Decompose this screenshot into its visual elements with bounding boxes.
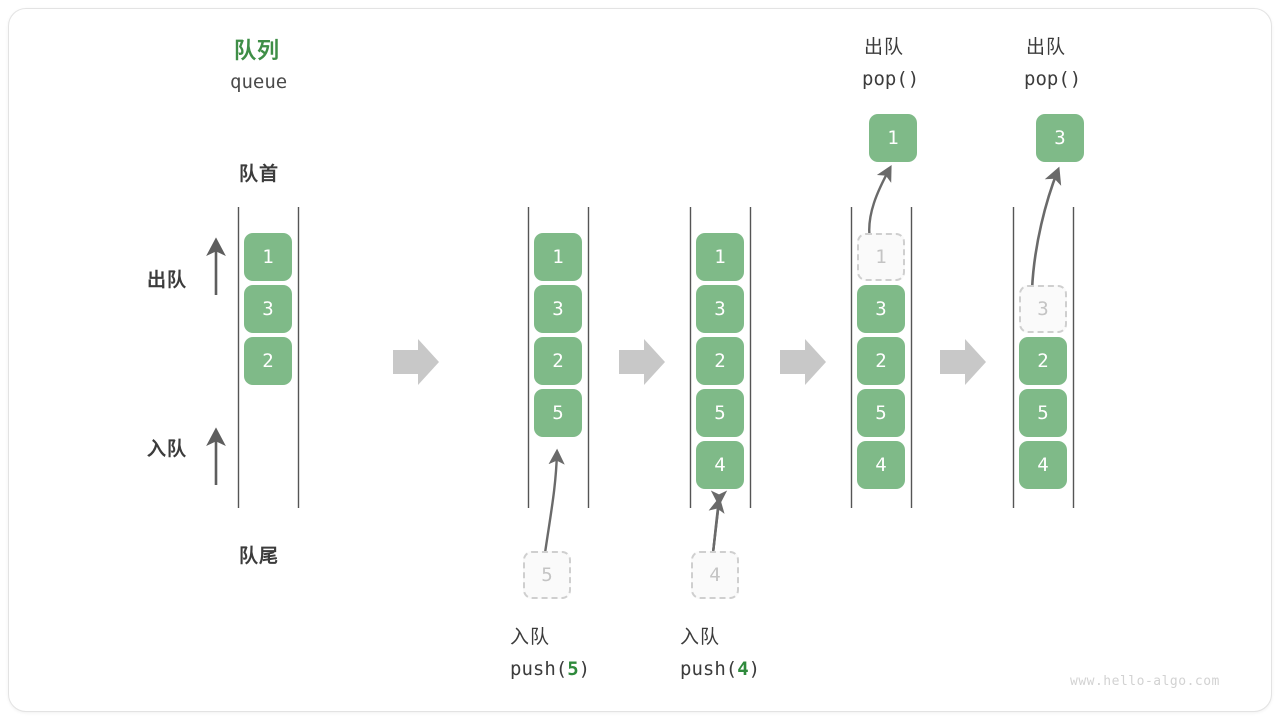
queue-cell: 4 (857, 441, 905, 489)
queue-cell: 3 (857, 285, 905, 333)
push-1-code-suffix: ) (578, 658, 591, 680)
queue-cell: 4 (1019, 441, 1067, 489)
queue-cell: 5 (857, 389, 905, 437)
queue-cell: 1 (244, 233, 292, 281)
queue-cell: 1 (696, 233, 744, 281)
queue-cell: 5 (696, 389, 744, 437)
queue-cell: 2 (244, 337, 292, 385)
push-1-label-cn: 入队 (510, 626, 551, 648)
pop-2-code: pop() (1024, 68, 1082, 90)
pop-2-label-cn: 出队 (1026, 36, 1067, 58)
push-2-code-prefix: push( (680, 658, 738, 680)
dequeue-side-label: 出队 (147, 269, 188, 291)
push-2-incoming-cell: 4 (691, 551, 739, 599)
push-2-code-arg: 4 (737, 658, 749, 680)
queue-cell: 2 (534, 337, 582, 385)
watermark: www.hello-algo.com (1070, 674, 1220, 689)
queue-cell: 2 (1019, 337, 1067, 385)
queue-cell: 5 (1019, 389, 1067, 437)
queue-cell: 3 (696, 285, 744, 333)
queue-cell: 3 (244, 285, 292, 333)
enqueue-side-label: 入队 (147, 438, 188, 460)
pop-1-label-cn: 出队 (864, 36, 905, 58)
queue-cell: 1 (534, 233, 582, 281)
push-1-code-prefix: push( (510, 658, 568, 680)
push-1-code: push(5) (510, 658, 590, 680)
figure-card (8, 8, 1272, 712)
queue-cell-new: 5 (534, 389, 582, 437)
push-1-incoming-cell: 5 (523, 551, 571, 599)
pop-1-code: pop() (862, 68, 920, 90)
pop-2-outgoing-cell: 3 (1036, 114, 1084, 162)
queue-cell-new: 4 (696, 441, 744, 489)
queue-cell-removed: 3 (1019, 285, 1067, 333)
push-1-code-arg: 5 (567, 658, 579, 680)
figure-title-cn: 队列 (234, 39, 281, 64)
push-2-code: push(4) (680, 658, 760, 680)
queue-head-label: 队首 (239, 163, 280, 185)
pop-1-outgoing-cell: 1 (869, 114, 917, 162)
push-2-code-suffix: ) (748, 658, 761, 680)
push-2-label-cn: 入队 (680, 626, 721, 648)
figure-title-en: queue (230, 71, 288, 93)
queue-cell-removed: 1 (857, 233, 905, 281)
queue-cell: 3 (534, 285, 582, 333)
queue-cell: 2 (857, 337, 905, 385)
queue-cell: 2 (696, 337, 744, 385)
queue-tail-label: 队尾 (239, 545, 280, 567)
